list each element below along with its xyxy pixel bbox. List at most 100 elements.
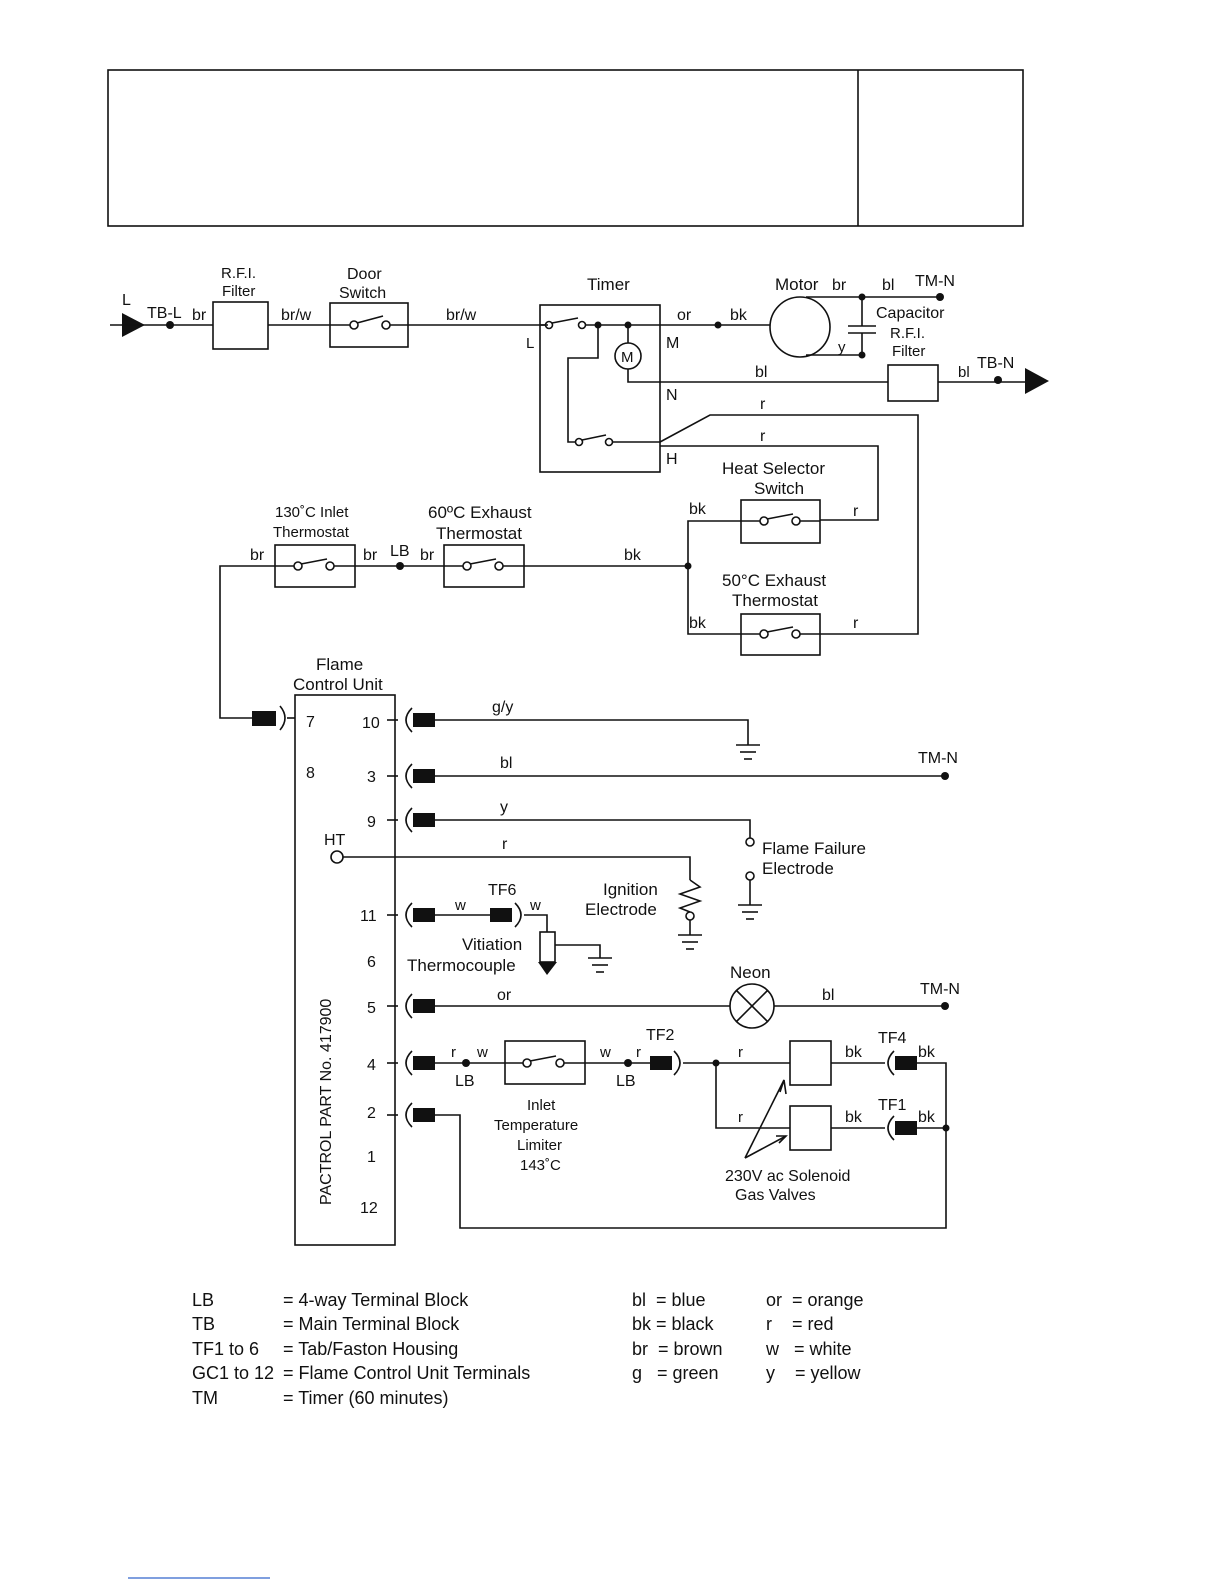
tb-l-terminal (166, 321, 174, 329)
limiter-label2: Temperature (494, 1117, 578, 1134)
motor-circuit: or bk Motor br bl TM-N y Capacitor R.F.I… (660, 273, 955, 360)
flame-failure-label1: Flame Failure (762, 839, 866, 858)
flame-failure-label2: Electrode (762, 859, 834, 878)
exhaust-50-label1: 50°C Exhaust (722, 571, 826, 590)
motor-label: Motor (775, 275, 819, 294)
tm-n-terminal-low (941, 1002, 949, 1010)
tm-n-terminal-mid (941, 772, 949, 780)
connector-9 (413, 813, 435, 827)
legend-color-or: or = orange (766, 1290, 864, 1310)
fcu-label1: Flame (316, 655, 363, 674)
connector-2 (413, 1108, 435, 1122)
wire-label-brw: br/w (281, 307, 312, 324)
connector-11 (413, 908, 435, 922)
wire-label-br: br (192, 307, 207, 324)
fcu-part-number: PACTROL PART No. 417900 (318, 999, 335, 1205)
vitiation-label2: Thermocouple (407, 956, 516, 975)
timer-terminal-n: N (666, 387, 678, 404)
rfi-filter-left (212, 301, 269, 350)
door-switch-label1: Door (347, 266, 382, 283)
fcu-terminal-9: 9 (367, 814, 376, 831)
legend-code-2: TB (192, 1314, 215, 1334)
wire-label-r-4b: r (636, 1044, 641, 1061)
solenoid-valve-1 (789, 1040, 832, 1086)
wire-label-w-4b: w (599, 1044, 611, 1061)
inlet-130-label2: Thermostat (273, 524, 350, 541)
wire-label-or: or (677, 307, 692, 324)
timer-terminal-l: L (526, 335, 534, 352)
legend-desc-3: = Tab/Faston Housing (283, 1339, 458, 1359)
flame-control-unit: Flame Control Unit PACTROL PART No. 4179… (252, 655, 396, 1246)
legend-desc-2: = Main Terminal Block (283, 1314, 460, 1334)
tf2-label: TF2 (646, 1027, 675, 1044)
wire-label-bk-hs: bk (689, 501, 707, 518)
wire-label-bl-tbn: bl (958, 364, 970, 381)
wire-label-bk-tf4: bk (918, 1044, 936, 1061)
heat-selector-label1: Heat Selector (722, 459, 825, 478)
wire-label-bk-tf1: bk (918, 1109, 936, 1126)
fcu-terminal-7: 7 (306, 714, 315, 731)
connector-4 (413, 1056, 435, 1070)
exhaust-50-label2: Thermostat (732, 591, 818, 610)
fcu-terminal-5: 5 (367, 1000, 376, 1017)
connector-tf4 (895, 1056, 917, 1070)
exhaust-60-label1: 60ºC Exhaust (428, 503, 532, 522)
wire-label-r-4a: r (451, 1044, 456, 1061)
lb-label-1: LB (390, 543, 410, 560)
wire-label-bk: bk (730, 307, 748, 324)
wire-label-bl-n: bl (755, 364, 767, 381)
tb-n-terminal (994, 376, 1002, 384)
timer-terminal-h: H (666, 451, 678, 468)
fcu-terminal-3: 3 (367, 769, 376, 786)
wire-label-bl-3: bl (500, 755, 512, 772)
fcu-terminal-4: 4 (367, 1057, 376, 1074)
lb-junction-1 (396, 562, 404, 570)
fcu-terminal-10: 10 (362, 715, 380, 732)
connector-10 (413, 713, 435, 727)
rfi-filter-left-label1: R.F.I. (221, 265, 256, 282)
wire-label-w-tf6: w (529, 897, 541, 914)
rfi-right-label2: Filter (892, 343, 925, 360)
thermostat-row: bk 60ºC Exhaust Thermostat br LB br 130˚… (219, 503, 688, 719)
legend-color-br: br = brown (632, 1339, 723, 1359)
tf6-label: TF6 (488, 882, 517, 899)
wire-label-or-5: or (497, 987, 512, 1004)
wire-label-r-1: r (760, 396, 766, 413)
tb-l-label: TB-L (147, 305, 182, 322)
flame-failure-electrode-bottom (745, 871, 755, 881)
tf4-label: TF4 (878, 1030, 907, 1047)
wire-label-r-2: r (760, 428, 766, 445)
connector-tf6 (490, 908, 512, 922)
timer-motor-m: M (621, 349, 634, 366)
connector-5 (413, 999, 435, 1013)
rfi-right-label1: R.F.I. (890, 325, 925, 342)
fcu-terminal-2: 2 (367, 1105, 376, 1122)
wire-label-r-sv1: r (738, 1044, 743, 1061)
live-label: L (122, 292, 131, 309)
wire-label-bk-50: bk (689, 615, 707, 632)
lb-junction-3 (624, 1059, 632, 1067)
ignition-label1: Ignition (603, 880, 658, 899)
tf1-label: TF1 (878, 1097, 907, 1114)
legend-desc-5: = Timer (60 minutes) (283, 1388, 449, 1408)
tm-n-label-mid: TM-N (918, 750, 958, 767)
limiter-label3: Limiter (517, 1137, 562, 1154)
door-switch-label2: Switch (339, 285, 386, 302)
wire-label-r-ht: r (502, 836, 508, 853)
motor (769, 296, 831, 358)
fcu-right-connectors: g/y bl TM-N y Flame Failure Electrode (343, 699, 960, 1229)
wire-label-y-9: y (500, 799, 508, 816)
wire-label-brw-2: br/w (446, 307, 477, 324)
solenoid-valve-2 (789, 1105, 832, 1151)
legend-code-1: LB (192, 1290, 214, 1310)
neutral-line: bl bl TB-N (660, 355, 1049, 402)
rfi-filter-left-label2: Filter (222, 283, 255, 300)
wire-label-w-4a: w (476, 1044, 488, 1061)
wire-label-bl-neon: bl (822, 987, 834, 1004)
fcu-ht-label: HT (324, 832, 346, 849)
legend-color-bk: bk = black (632, 1314, 715, 1334)
lb-label-3: LB (616, 1073, 636, 1090)
wire-label-y-motor: y (838, 339, 846, 356)
rfi-filter-right (887, 364, 939, 402)
